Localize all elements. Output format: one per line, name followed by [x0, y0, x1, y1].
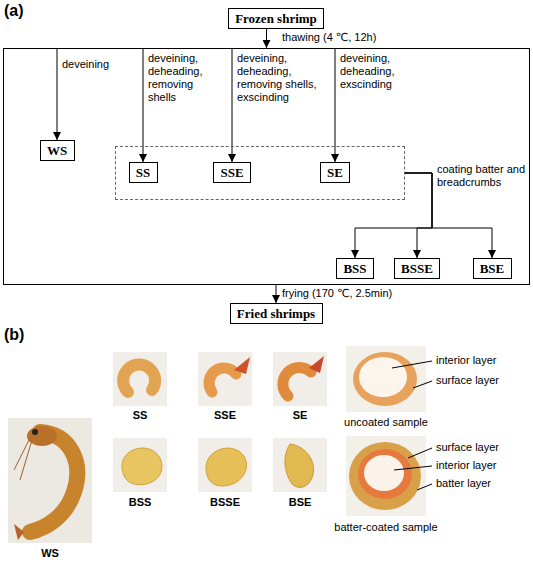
step-label: coating batter and breadcrumbs	[437, 163, 529, 189]
interior-layer-region	[359, 357, 407, 397]
photo-ground	[273, 352, 327, 406]
node-label: SS	[136, 165, 150, 180]
panel-label: (a)	[4, 2, 24, 20]
shrimp-tail	[309, 356, 324, 373]
node-label: WS	[47, 143, 67, 158]
node-label: SE	[327, 165, 343, 180]
leader-line	[392, 361, 432, 368]
step-label: frying (170 ℃, 2.5min)	[282, 287, 392, 300]
shrimp-body	[209, 368, 236, 392]
battered-shrimp	[122, 448, 162, 485]
flow-arrow	[276, 285, 277, 303]
layer-callout: interior layer	[436, 354, 497, 367]
shrimp-body	[283, 367, 311, 396]
step-label: deveining	[62, 58, 109, 71]
photo-caption: uncoated sample	[344, 416, 428, 429]
photo-ground	[113, 438, 167, 492]
sample-caption: SS	[133, 409, 148, 422]
node-label: Fried shrimps	[237, 306, 315, 321]
sample-box: BSS	[336, 258, 374, 279]
sample-box: SS	[129, 162, 158, 183]
sample-caption: BSS	[129, 496, 152, 509]
process-box: Frozen shrimp	[228, 8, 324, 29]
node-label: BSSE	[401, 261, 433, 276]
sample-box: BSE	[473, 258, 512, 279]
layer-callout: batter layer	[436, 477, 491, 490]
leader-line	[413, 381, 432, 388]
flow-arrow	[405, 173, 432, 258]
photo-caption: batter-coated sample	[334, 521, 437, 534]
flow-arrow	[57, 48, 58, 140]
layer-callout: interior layer	[436, 459, 497, 472]
group-frame: SS SSE SE	[115, 146, 405, 200]
shrimp-tail	[14, 524, 24, 540]
leader-line	[417, 484, 432, 490]
panel-label: (b)	[4, 326, 24, 344]
step-label: deveining, deheading, exscinding	[340, 52, 400, 91]
sample-box: SSE	[213, 162, 251, 183]
layer-callout: surface layer	[436, 441, 499, 454]
flow-arrow	[266, 29, 267, 48]
leader-line	[408, 448, 432, 458]
layer-callout: surface layer	[436, 374, 499, 387]
shrimp-body	[30, 432, 77, 532]
node-label: BSS	[343, 261, 366, 276]
shrimp-eye	[32, 429, 38, 435]
node-label: Frozen shrimp	[235, 11, 317, 26]
sample-box: BSSE	[394, 258, 440, 279]
sample-caption: BSSE	[210, 496, 240, 509]
flow-arrow	[143, 48, 144, 162]
battered-shrimp	[206, 448, 247, 486]
sample-box: WS	[40, 140, 75, 161]
flow-arrow	[335, 48, 336, 162]
leader-line	[394, 466, 432, 470]
step-label: thawing (4 ℃, 12h)	[282, 31, 376, 44]
process-box: Fried shrimps	[230, 303, 323, 324]
flow-arrow	[355, 173, 432, 258]
surface-layer-region	[353, 352, 417, 406]
sample-box: SE	[320, 162, 350, 183]
node-label: SSE	[220, 165, 243, 180]
sample-caption: SSE	[214, 409, 236, 422]
photo-ground	[198, 438, 252, 492]
batter-layer-region	[349, 442, 421, 510]
photo-ground	[8, 418, 92, 543]
sample-caption: BSE	[289, 496, 312, 509]
flow-arrow	[232, 48, 233, 162]
battered-shrimp	[285, 444, 314, 487]
photo-ground	[273, 438, 327, 492]
photo-ground	[346, 346, 426, 412]
shrimp-tail	[234, 357, 250, 374]
node-label: BSE	[480, 261, 505, 276]
interior-layer-region	[364, 455, 404, 491]
photo-ground	[113, 352, 167, 406]
step-label: deveining, deheading, removing shells, e…	[237, 52, 322, 104]
shrimp-body	[123, 365, 155, 392]
step-label: deveining, deheading, removing shells	[148, 52, 218, 104]
sample-caption: SE	[293, 409, 308, 422]
photo-ground	[346, 436, 426, 516]
photo-ground	[198, 352, 252, 406]
surface-layer-region	[358, 449, 412, 499]
shrimp-antenna	[14, 438, 32, 480]
sample-caption: WS	[41, 547, 59, 560]
